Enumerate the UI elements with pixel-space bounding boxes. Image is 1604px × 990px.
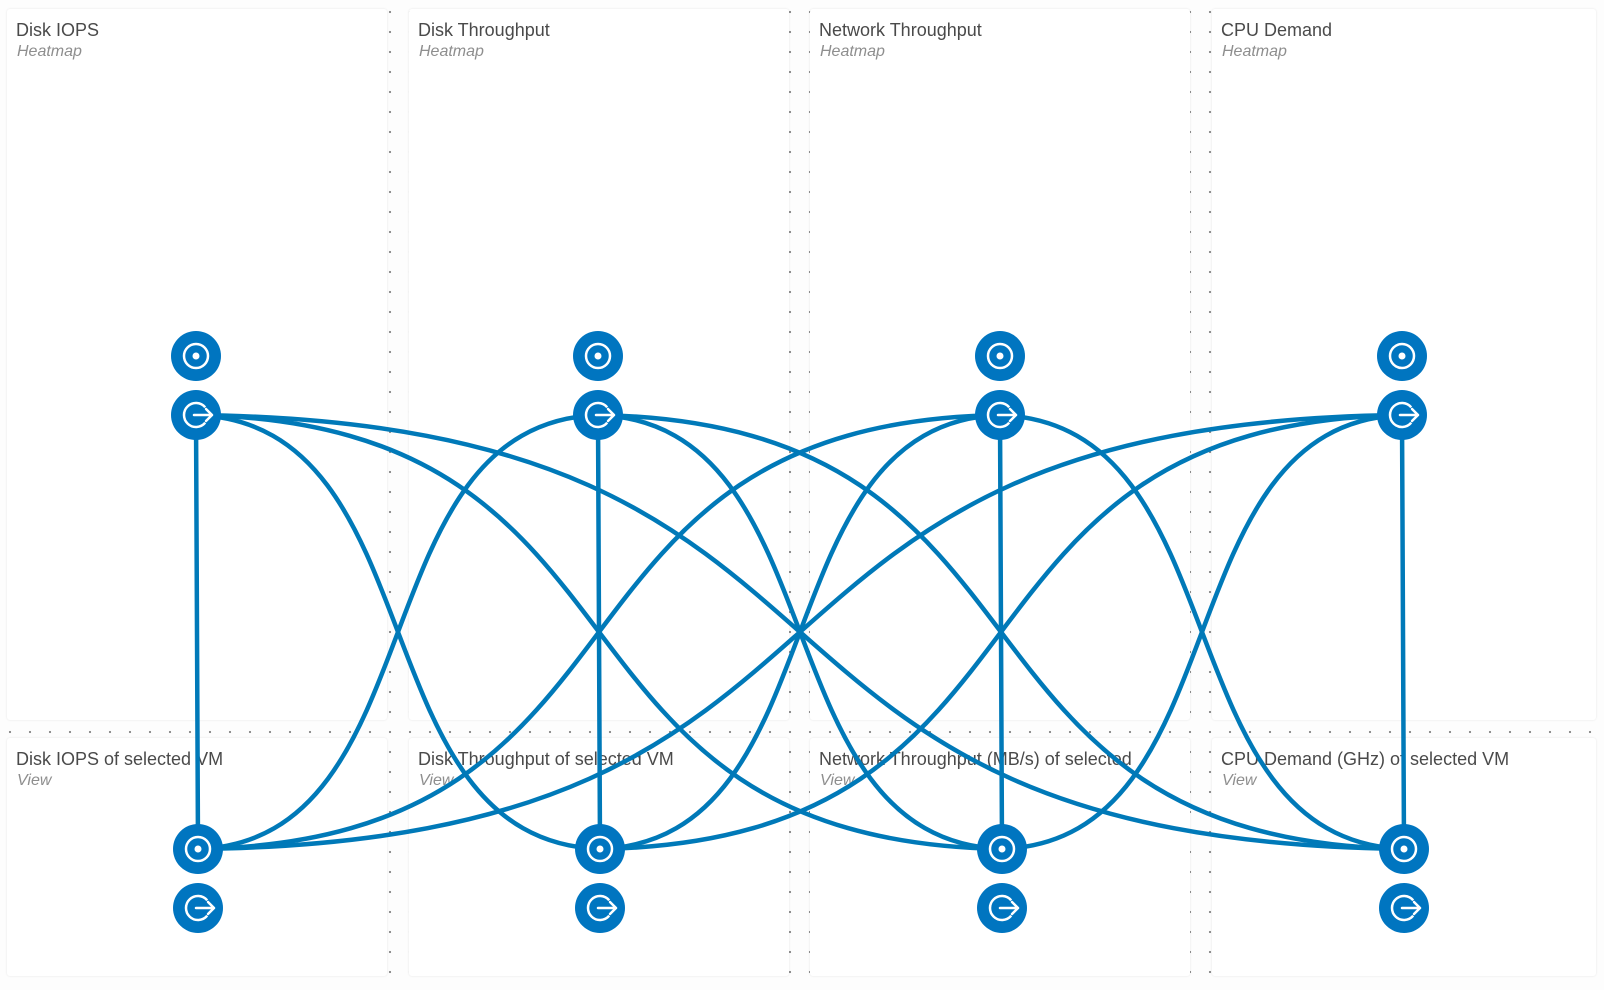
connector-line[interactable] [195, 412, 1003, 852]
heatmap-input-port-target-icon[interactable] [573, 331, 623, 381]
heatmap-output-port-arrow-out-icon[interactable] [975, 390, 1025, 440]
widget-title: Disk IOPS of selected VM [16, 749, 224, 769]
widget-type: View [1222, 772, 1257, 789]
connector-line[interactable] [193, 412, 201, 852]
widget-title: CPU Demand (GHz) of selected VM [1221, 749, 1510, 769]
heatmap-output-port-arrow-out-icon[interactable] [171, 390, 221, 440]
widget-title: Disk IOPS [16, 20, 100, 40]
widget-type: View [17, 772, 52, 789]
view-input-port-target-icon[interactable] [173, 824, 223, 874]
view-input-port-target-icon[interactable] [575, 824, 625, 874]
widget-type: View [820, 772, 855, 789]
connector-line[interactable] [1399, 412, 1407, 852]
view-output-port-arrow-out-icon[interactable] [1379, 883, 1429, 933]
connector-line[interactable] [195, 412, 601, 852]
view-output-port-arrow-out-icon[interactable] [977, 883, 1027, 933]
widget-type: View [419, 772, 454, 789]
connector-line[interactable] [195, 412, 1405, 852]
widget-type: Heatmap [820, 43, 885, 60]
view-output-port-arrow-out-icon[interactable] [575, 883, 625, 933]
widget-type: Heatmap [1222, 43, 1287, 60]
widget-title: CPU Demand [1221, 20, 1333, 40]
connector-line[interactable] [999, 412, 1405, 852]
heatmap-input-port-target-icon[interactable] [1377, 331, 1427, 381]
heatmap-input-port-target-icon[interactable] [975, 331, 1025, 381]
widget-title: Network Throughput [819, 20, 982, 40]
widget-title: Disk Throughput [418, 20, 550, 40]
view-input-port-target-icon[interactable] [977, 824, 1027, 874]
widget-type: Heatmap [17, 43, 82, 60]
connector-line[interactable] [597, 412, 1405, 852]
heatmap-output-port-arrow-out-icon[interactable] [1377, 390, 1427, 440]
connector-layer [193, 412, 1407, 852]
heatmap-input-port-target-icon[interactable] [171, 331, 221, 381]
view-output-port-arrow-out-icon[interactable] [173, 883, 223, 933]
view-input-port-target-icon[interactable] [1379, 824, 1429, 874]
widget-type: Heatmap [419, 43, 484, 60]
heatmap-output-port-arrow-out-icon[interactable] [573, 390, 623, 440]
port-layer [171, 331, 1429, 933]
